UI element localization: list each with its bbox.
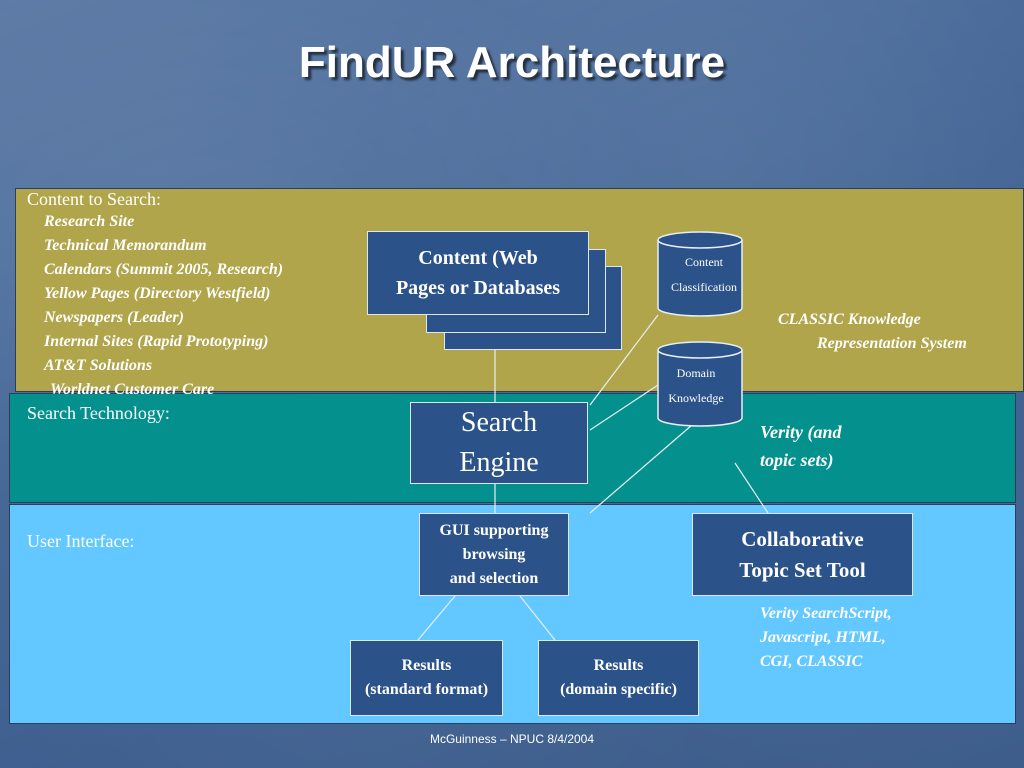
content-item: Technical Memorandum [44, 237, 207, 254]
connector-line [734, 462, 769, 514]
content-item: AT&T Solutions [44, 357, 153, 374]
connector-line [417, 595, 456, 641]
footer: McGuinness – NPUC 8/4/2004 [429, 732, 595, 746]
content-pages-box: Content (Web Pages or Databases [367, 231, 589, 315]
gui-box: GUI supporting browsing and selection [419, 513, 569, 596]
content-classification-cylinder [657, 231, 743, 317]
content-item: Newspapers (Leader) [44, 309, 184, 326]
content-item: Yellow Pages (Directory Westfield) [44, 285, 271, 302]
content-pages-line-1: Content (Web [418, 247, 538, 269]
content-item: Calendars (Summit 2005, Research) [44, 261, 284, 278]
content-item: Internal Sites (Rapid Prototyping) [44, 333, 269, 350]
content-classification-label: Content Classification [671, 255, 737, 294]
connector-line [589, 314, 659, 406]
connector-line [519, 595, 556, 641]
connector-line [589, 384, 659, 431]
content-item: Worldnet Customer Care [50, 381, 215, 398]
search-band-label: Search Technology: [27, 403, 170, 423]
content-list: Research Site Technical Memorandum Calen… [44, 210, 283, 402]
results-domain-box: Results (domain specific) [538, 640, 699, 716]
domain-knowledge-cylinder [657, 341, 743, 427]
page-title: FindUR Architecture [298, 38, 726, 87]
content-item: Research Site [44, 213, 135, 230]
connector-line [589, 424, 693, 514]
classic-note: CLASSIC Knowledge Representation System [778, 311, 967, 352]
content-pages-line-2: Pages or Databases [395, 277, 561, 299]
collaborative-topic-set-tool-box: Collaborative Topic Set Tool [692, 513, 913, 596]
search-engine-box: Search Engine [410, 402, 588, 484]
verity-script-note: Verity SearchScript, Javascript, HTML, C… [760, 605, 892, 670]
verity-note: Verity (and topic sets) [760, 422, 842, 470]
content-band-label: Content to Search: [27, 189, 161, 209]
results-standard-box: Results (standard format) [350, 640, 503, 716]
ui-band-label: User Interface: [27, 531, 135, 551]
domain-knowledge-label: Domain Knowledge [668, 366, 724, 405]
